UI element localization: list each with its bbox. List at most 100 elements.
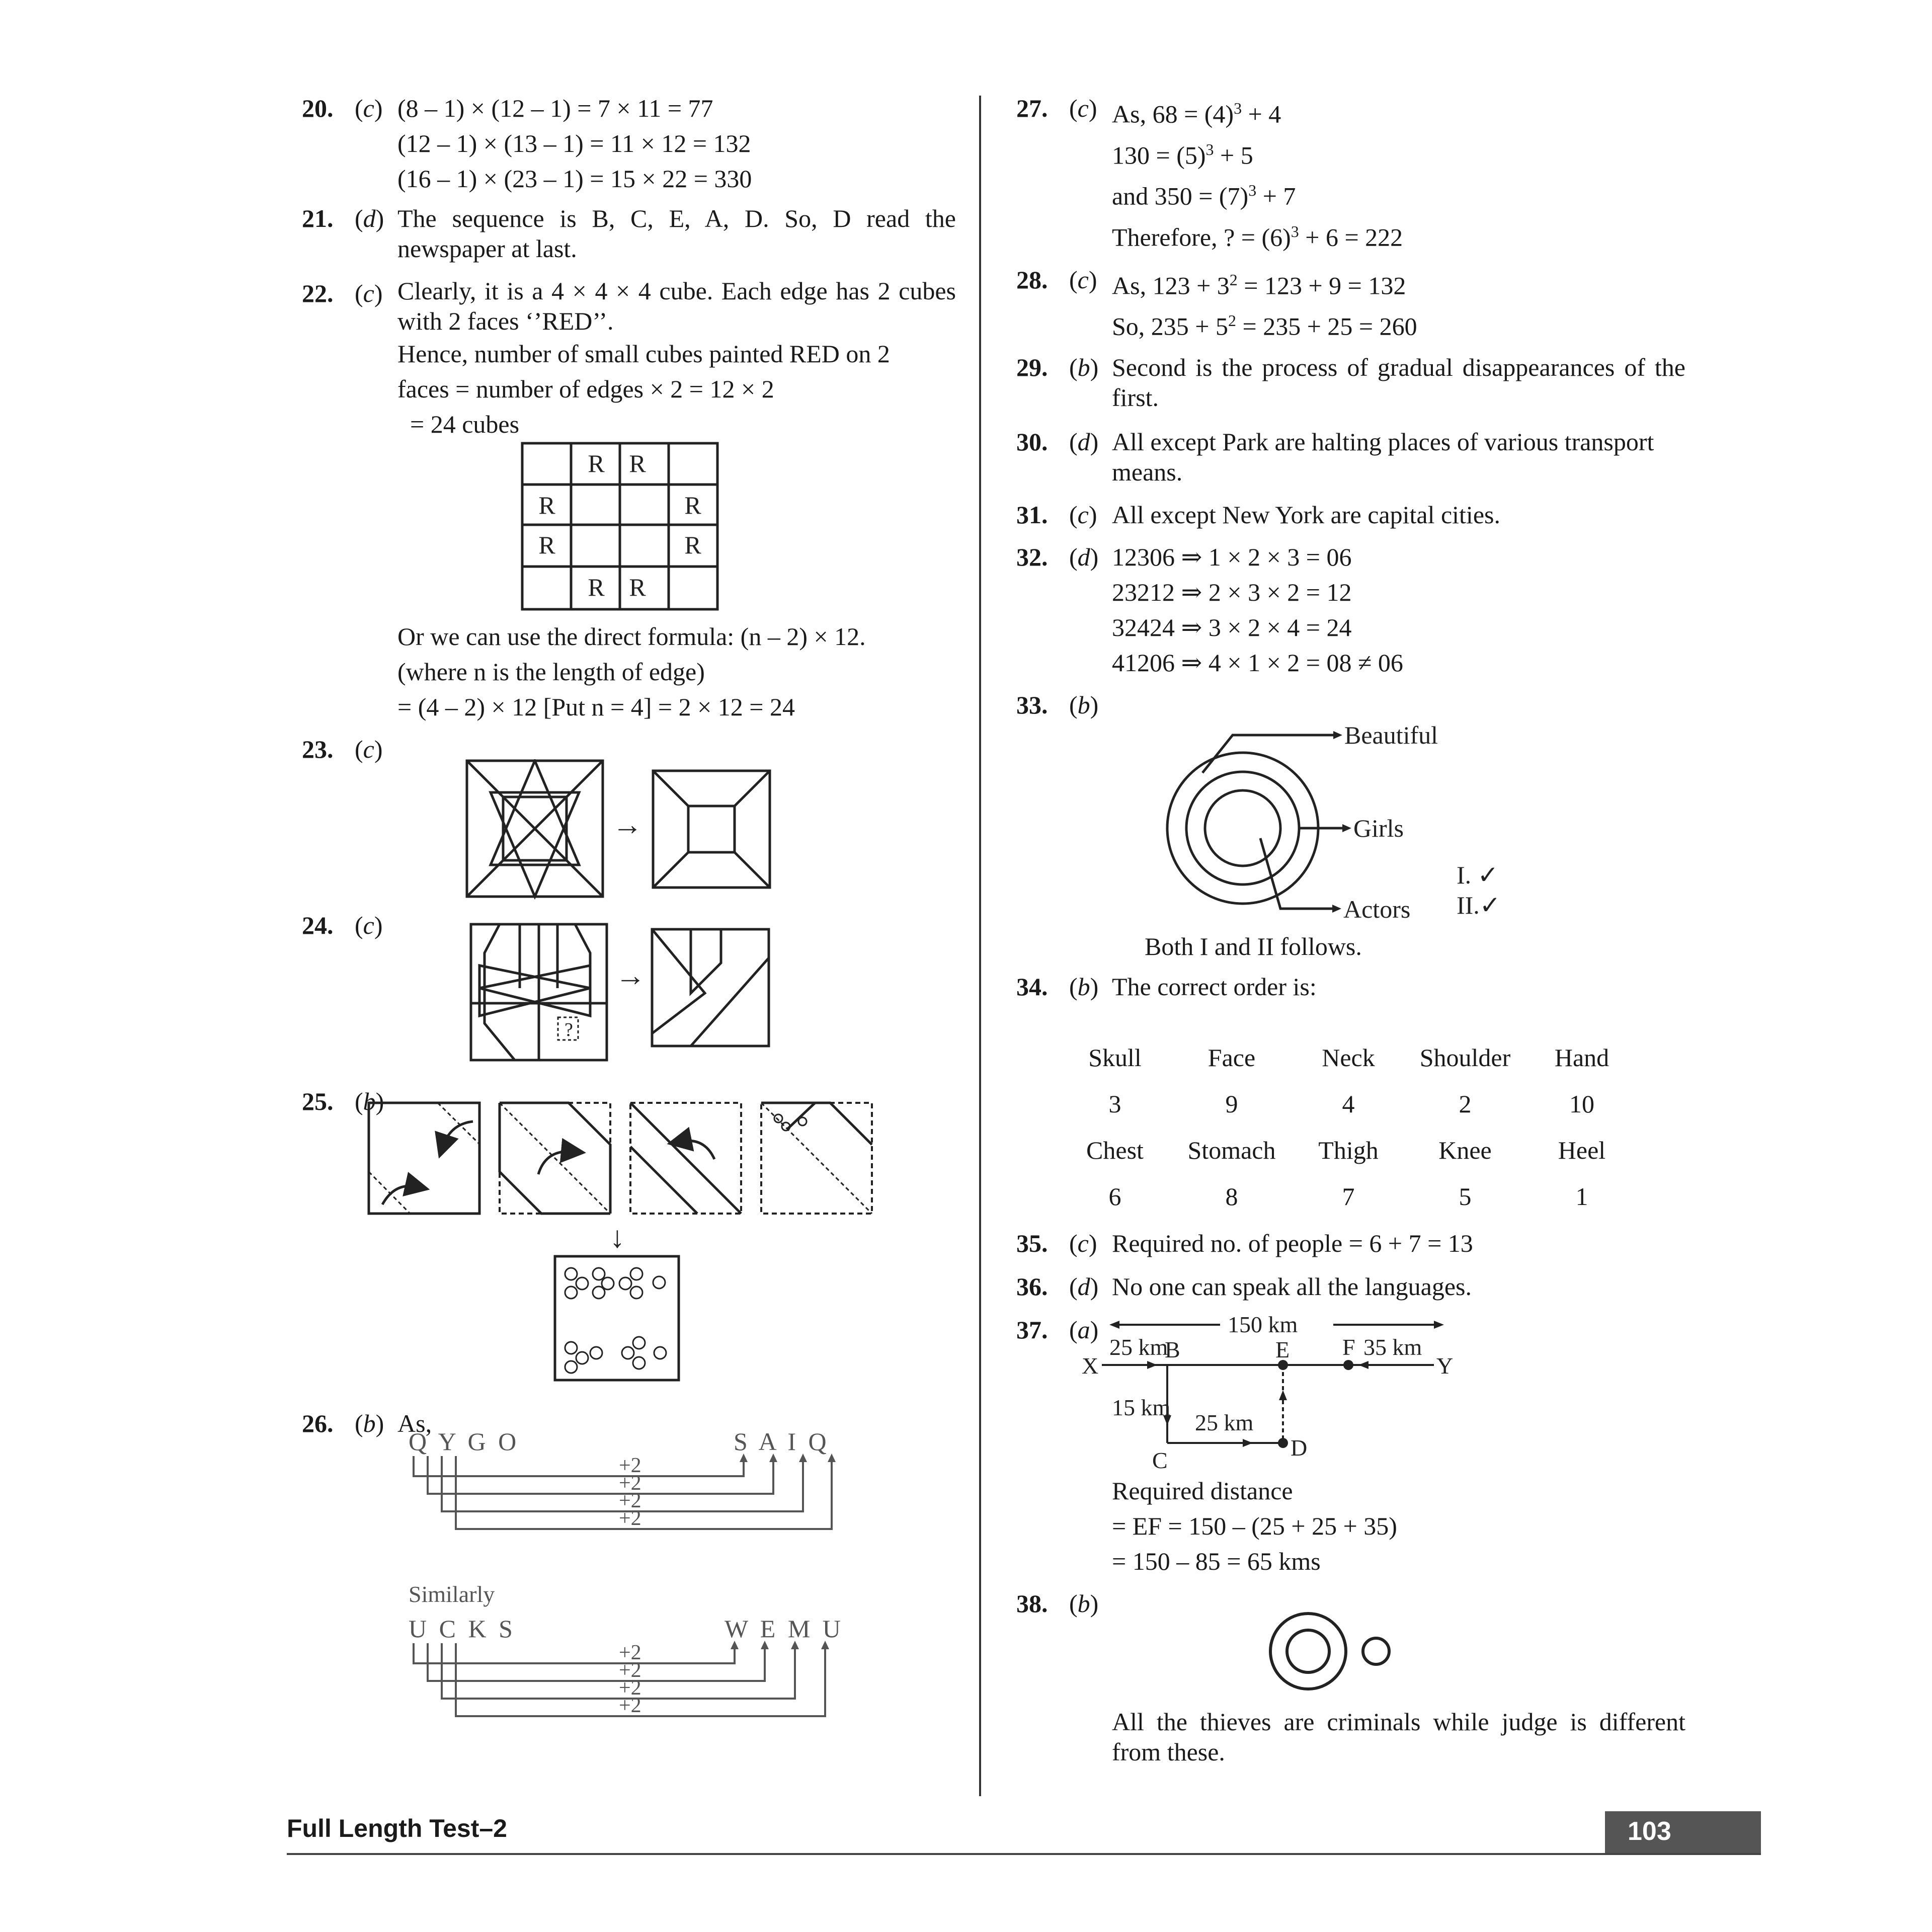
point-label: F — [1342, 1334, 1355, 1360]
question-number: 30. — [1016, 427, 1048, 456]
shift-label: +2 — [619, 1472, 641, 1495]
answer-option: (c) — [1069, 94, 1097, 122]
table-cell: Chest — [1086, 1136, 1144, 1164]
answer-text: As, — [397, 1409, 432, 1437]
footer-rule — [287, 1853, 1761, 1855]
equation-line: (16 – 1) × (23 – 1) = 15 × 22 = 330 — [397, 165, 752, 193]
left-column: 20. (c) (8 – 1) × (12 – 1) = 7 × 11 = 77… — [302, 91, 956, 1768]
table-cell: Knee — [1438, 1136, 1492, 1164]
venn-diagram-38 — [1269, 1612, 1391, 1691]
answer-text: Required distance — [1112, 1476, 1293, 1505]
question-29: 29. (b) Second is the process of gradual… — [1016, 352, 1685, 413]
question-number: 23. — [302, 735, 334, 763]
conclusion-check: I. ✓ — [1457, 861, 1499, 889]
grid-letter-r: R — [588, 573, 605, 601]
grid-letter-r: R — [629, 573, 646, 601]
table-cell: 8 — [1225, 1182, 1238, 1211]
answer-text: All except New York are capital cities. — [1112, 500, 1500, 529]
table-cell: 5 — [1459, 1182, 1472, 1211]
question-20: 20. (c) (8 – 1) × (12 – 1) = 7 × 11 = 77… — [302, 91, 956, 196]
answer-text: Clearly, it is a 4 × 4 × 4 cube. Each ed… — [397, 277, 956, 335]
question-number: 37. — [1016, 1315, 1048, 1344]
arrow-down-icon: ↓ — [610, 1221, 625, 1254]
question-number: 36. — [1016, 1272, 1048, 1301]
answer-text: Both I and II follows. — [1145, 932, 1362, 960]
footer-title: Full Length Test–2 — [287, 1814, 507, 1842]
question-number: 29. — [1016, 353, 1048, 381]
equation-line: As, 123 + 32 = 123 + 9 = 132 — [1112, 270, 1406, 300]
answer-option: (d) — [1069, 542, 1099, 571]
answer-option: (c) — [1069, 500, 1097, 529]
answer-option: (c) — [1069, 1229, 1097, 1257]
shift-label: +2 — [619, 1454, 641, 1477]
figure-23: → — [465, 759, 771, 900]
table-cell: Heel — [1558, 1136, 1606, 1164]
answer-text: Or we can use the direct formula: (n – 2… — [397, 622, 866, 651]
equation-line: 32424 ⇒ 3 × 2 × 4 = 24 — [1112, 613, 1352, 641]
question-number: 20. — [302, 94, 334, 122]
answer-text: faces = number of edges × 2 = 12 × 2 — [397, 375, 774, 403]
figure-24: ? → — [469, 923, 770, 1062]
equation-line: Therefore, ? = (6)3 + 6 = 222 — [1112, 222, 1403, 252]
question-32: 32. (d) 12306 ⇒ 1 × 2 × 3 = 06 23212 ⇒ 2… — [1016, 539, 1685, 680]
question-number: 27. — [1016, 94, 1048, 122]
grid-letter-r: R — [538, 531, 555, 559]
question-number: 34. — [1016, 972, 1048, 1001]
answer-text: = EF = 150 – (25 + 25 + 35) — [1112, 1511, 1397, 1540]
grid-letter-r: R — [588, 449, 605, 477]
venn-diagram: Beautiful Girls Actors I. ✓ II.✓ — [1166, 721, 1501, 919]
cube-face-grid: R R R R R R R R — [521, 442, 719, 611]
table-cell: 4 — [1342, 1089, 1355, 1118]
point-label: C — [1152, 1447, 1168, 1473]
equation-line: (8 – 1) × (12 – 1) = 7 × 11 = 77 — [397, 94, 713, 122]
page-number-box: 103 — [1605, 1811, 1761, 1854]
shift-label: +2 — [619, 1489, 641, 1512]
arrow-icon: → — [612, 808, 642, 841]
table-cell: Shoulder — [1419, 1043, 1511, 1072]
answer-option: (c) — [1069, 265, 1097, 294]
shift-label: +2 — [619, 1694, 641, 1717]
answer-option: (a) — [1069, 1315, 1099, 1344]
answer-text: = 24 cubes — [410, 410, 520, 438]
equation-line: and 350 = (7)3 + 7 — [1112, 181, 1296, 210]
answer-text: (where n is the length of edge) — [397, 658, 705, 686]
answer-option: (c) — [355, 94, 383, 122]
source-letters: Q Y G O — [409, 1427, 519, 1456]
target-letters: W E M U — [725, 1615, 844, 1643]
table-cell: 10 — [1569, 1089, 1594, 1118]
point-label: X — [1082, 1353, 1098, 1379]
answer-option: (b) — [1069, 353, 1099, 381]
question-35: 35. (c) Required no. of people = 6 + 7 =… — [1016, 1226, 1685, 1261]
question-26: 26. (b) As, Q Y G O S A I Q U C K S W E … — [302, 1406, 956, 1768]
question-25: 25. (b) — [302, 1084, 956, 1406]
venn-label: Girls — [1353, 814, 1404, 842]
unknown-mark: ? — [565, 1019, 573, 1040]
question-number: 22. — [302, 279, 334, 307]
point-label: B — [1165, 1337, 1180, 1362]
answer-option: (d) — [1069, 1272, 1099, 1301]
question-27: 27. (c) As, 68 = (4)3 + 4 130 = (5)3 + 5… — [1016, 91, 1685, 255]
distance-label: 25 km — [1195, 1410, 1254, 1435]
answer-text: Second is the process of gradual disappe… — [1112, 353, 1685, 412]
question-number: 32. — [1016, 542, 1048, 571]
table-cell: Neck — [1322, 1043, 1375, 1072]
grid-letter-r: R — [538, 491, 555, 519]
point-label: Y — [1436, 1353, 1453, 1379]
shift-label: +2 — [619, 1659, 641, 1682]
question-number: 33. — [1016, 690, 1048, 719]
letter-shift-diagram: Q Y G O S A I Q U C K S W E M U Similarl… — [409, 1427, 844, 1717]
answer-option: (b) — [1069, 1589, 1099, 1618]
question-37: 37. (a) — [1016, 1312, 1685, 1579]
answer-option: (d) — [355, 204, 384, 232]
answer-option: (b) — [1069, 690, 1099, 719]
answer-text: Required no. of people = 6 + 7 = 13 — [1112, 1229, 1473, 1257]
question-21: 21. (d) The sequence is B, C, E, A, D. S… — [302, 203, 956, 264]
answer-option: (b) — [1069, 972, 1099, 1001]
question-number: 24. — [302, 911, 334, 939]
grid-letter-r: R — [684, 491, 701, 519]
arrow-icon: → — [615, 959, 646, 992]
